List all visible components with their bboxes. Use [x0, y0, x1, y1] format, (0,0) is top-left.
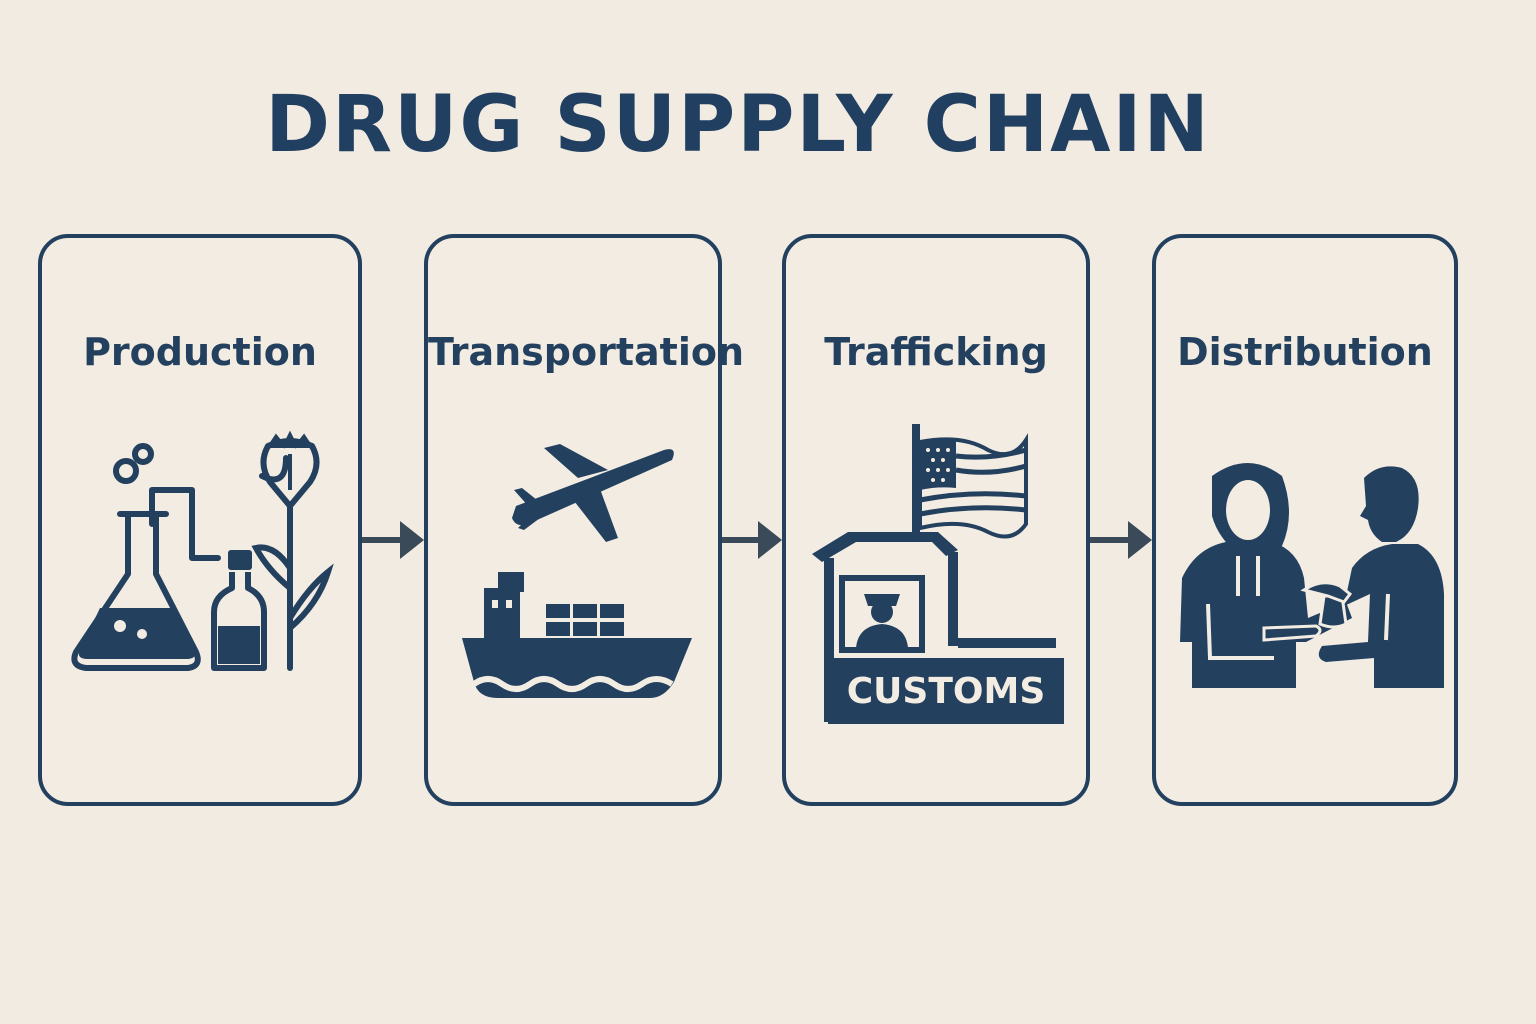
arrow-production-to-transportation [362, 521, 424, 559]
stage-distribution: Distribution [1152, 234, 1458, 806]
buyer-person-icon [1318, 466, 1444, 688]
arrow-trafficking-to-distribution [1090, 521, 1152, 559]
cargo-ship-icon [462, 572, 692, 698]
diagram-title: DRUG SUPPLY CHAIN [265, 80, 1211, 170]
arrow-transportation-to-trafficking [722, 521, 782, 559]
stage-label-transportation: Transportation [428, 330, 745, 374]
stage-trafficking: Trafficking [782, 234, 1090, 806]
hooded-person-icon [1180, 463, 1352, 688]
laboratory-flask-and-poppy-icon [71, 430, 334, 671]
us-flag-icon [918, 433, 1028, 539]
stage-label-distribution: Distribution [1177, 330, 1433, 374]
stage-label-production: Production [83, 330, 317, 374]
stage-production: Production [38, 234, 362, 806]
customs-officer-icon [856, 594, 908, 648]
customs-sign-text: CUSTOMS [846, 671, 1046, 712]
stage-transportation: Transportation [424, 234, 745, 806]
airplane-icon [512, 444, 674, 542]
airplane-and-cargo-ship-icon [462, 444, 692, 698]
small-package-icon [1300, 581, 1353, 629]
customs-checkpoint-with-flag-icon [812, 424, 1064, 724]
stage-label-trafficking: Trafficking [824, 330, 1048, 374]
hand-to-hand-exchange-icon [1180, 463, 1444, 688]
